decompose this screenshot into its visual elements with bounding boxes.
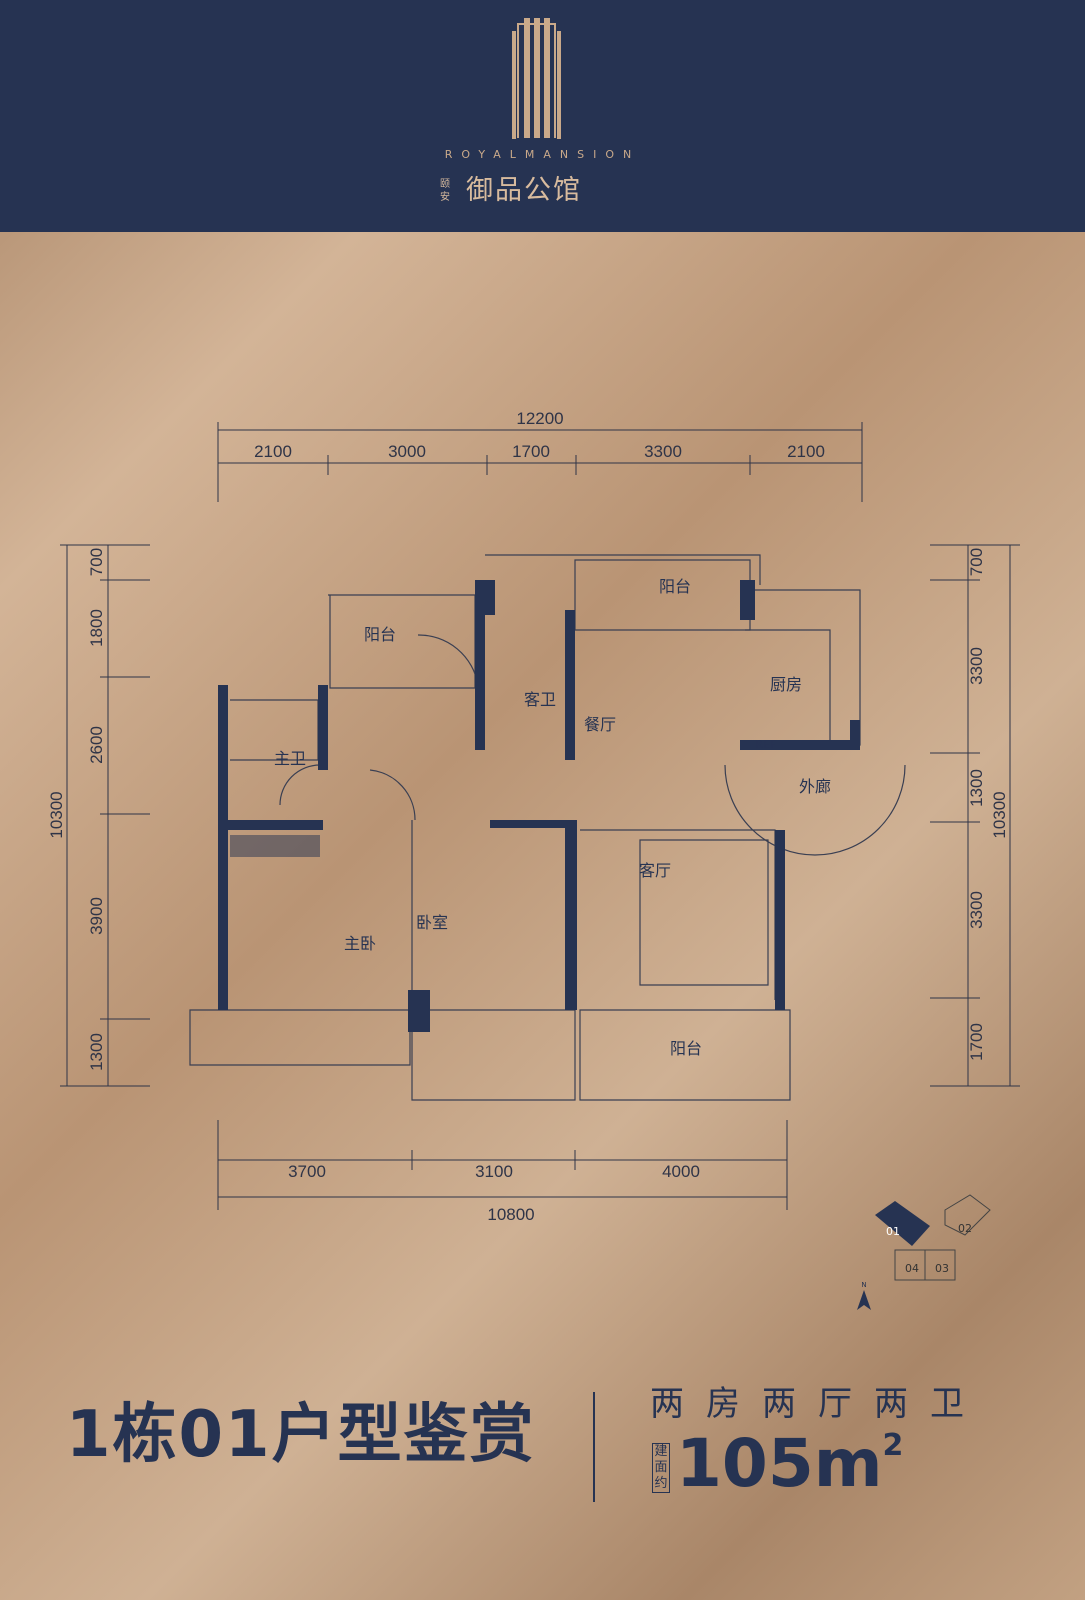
dim-left: 1800 [87,609,106,647]
tower-logo-icon [512,18,561,139]
layout-type: 两房两厅两卫 [650,1384,986,1424]
area-sup: 2 [882,1428,904,1463]
dim-top: 2100 [787,442,825,461]
site-unit: 01 [886,1225,900,1238]
site-unit: 03 [935,1262,949,1275]
dim-bottom: 3700 [288,1162,326,1181]
area-tag: 建面约 [652,1443,670,1493]
header-banner: ROYALMANSION 颐安 御品公馆 [0,0,1085,232]
divider [593,1392,595,1502]
room-label-balcony-s: 阳台 [670,1039,702,1058]
fridge-label: REF [756,738,777,751]
dim-top: 1700 [512,442,550,461]
structural-walls [218,580,860,1032]
north-label: N [861,1281,866,1289]
dim-top: 2100 [254,442,292,461]
site-unit: 02 [958,1222,972,1235]
dim-right: 3300 [967,891,986,929]
dim-left-total: 10300 [47,791,66,838]
room-label-guest-bath: 客卫 [524,690,556,709]
dim-right: 3300 [967,647,986,685]
area-value: 105m2 [676,1430,903,1498]
brand-english: ROYALMANSION [444,148,641,161]
dim-bottom: 4000 [662,1162,700,1181]
site-unit: 04 [905,1262,919,1275]
room-label-balcony-n: 阳台 [659,577,691,596]
room-label-kitchen: 厨房 [770,675,802,694]
dimension-lines [60,422,1020,1210]
brand-chinese: 御品公馆 [466,175,582,206]
dim-bottom: 3100 [475,1162,513,1181]
dim-left: 700 [87,548,106,576]
dim-right: 700 [967,548,986,576]
brand-small: 颐安 [440,179,450,203]
north-arrow-icon [857,1290,871,1310]
dim-right: 1300 [967,769,986,807]
room-label-master-bath: 主卫 [274,749,306,768]
dim-right: 1700 [967,1023,986,1061]
dim-left: 1300 [87,1033,106,1071]
dim-top-total: 12200 [516,409,563,428]
room-label-dining: 餐厅 [584,715,616,734]
room-label-corridor: 外廊 [799,777,831,796]
dim-left: 3900 [87,897,106,935]
room-label-master-bedroom: 主卧 [344,934,376,953]
room-label-living: 客厅 [639,861,671,880]
dim-top: 3000 [388,442,426,461]
dim-left: 2600 [87,726,106,764]
dim-right-total: 10300 [990,791,1009,838]
room-label-balcony-nw: 阳台 [364,625,396,644]
site-plan: 01 02 04 03 N [857,1194,991,1310]
room-label-bedroom: 卧室 [416,913,448,932]
dim-top: 3300 [644,442,682,461]
area-number: 105m [676,1425,883,1502]
dim-bottom-total: 10800 [487,1205,534,1224]
unit-title: 1栋01户型鉴赏 [66,1398,536,1472]
